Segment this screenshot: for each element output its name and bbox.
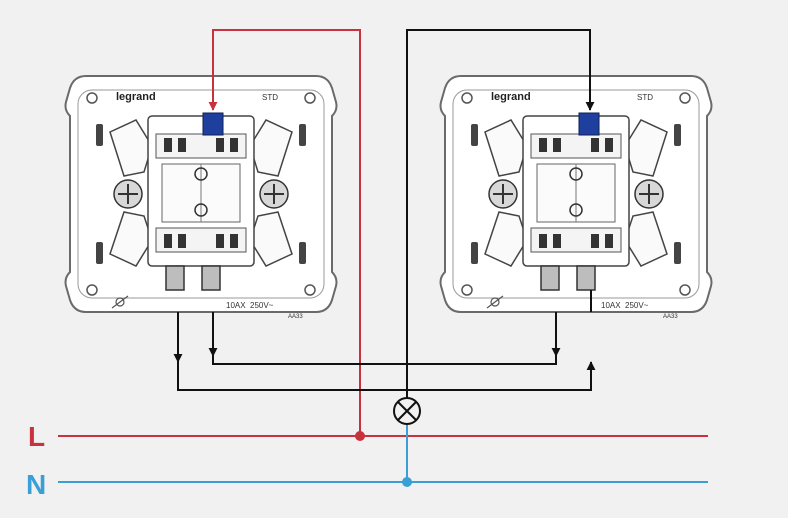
switch-brand-label: legrand (116, 91, 156, 103)
lamp-icon (393, 397, 421, 425)
live-feed-wire (208, 29, 361, 436)
switch-current-rating: 10AX (226, 301, 246, 310)
common-terminal-switch-1 (202, 112, 224, 136)
switch-voltage-rating: 250V~ (625, 301, 649, 310)
switch-voltage-rating: 250V~ (250, 301, 274, 310)
traveller-wire-inner (212, 312, 557, 365)
switch-model-label: STD (262, 93, 278, 102)
switch-module-2: legrand STD 10AX 250V~ AA33 (439, 75, 713, 320)
switch-brand-label: legrand (491, 91, 531, 103)
switch-module-1: legrand STD 10AX 250V~ AA33 (64, 75, 338, 320)
switch-code: AA33 (663, 314, 678, 320)
lamp-to-switch-2-wire (406, 29, 595, 398)
traveller-wire-outer (177, 312, 596, 391)
neutral-junction (402, 477, 412, 487)
live-label: L (28, 421, 45, 452)
switch-model-label: STD (637, 93, 653, 102)
switch-current-rating: 10AX (601, 301, 621, 310)
live-junction (355, 431, 365, 441)
neutral-label: N (26, 469, 46, 500)
common-terminal-switch-2 (578, 112, 600, 136)
switch-code: AA33 (288, 314, 303, 320)
